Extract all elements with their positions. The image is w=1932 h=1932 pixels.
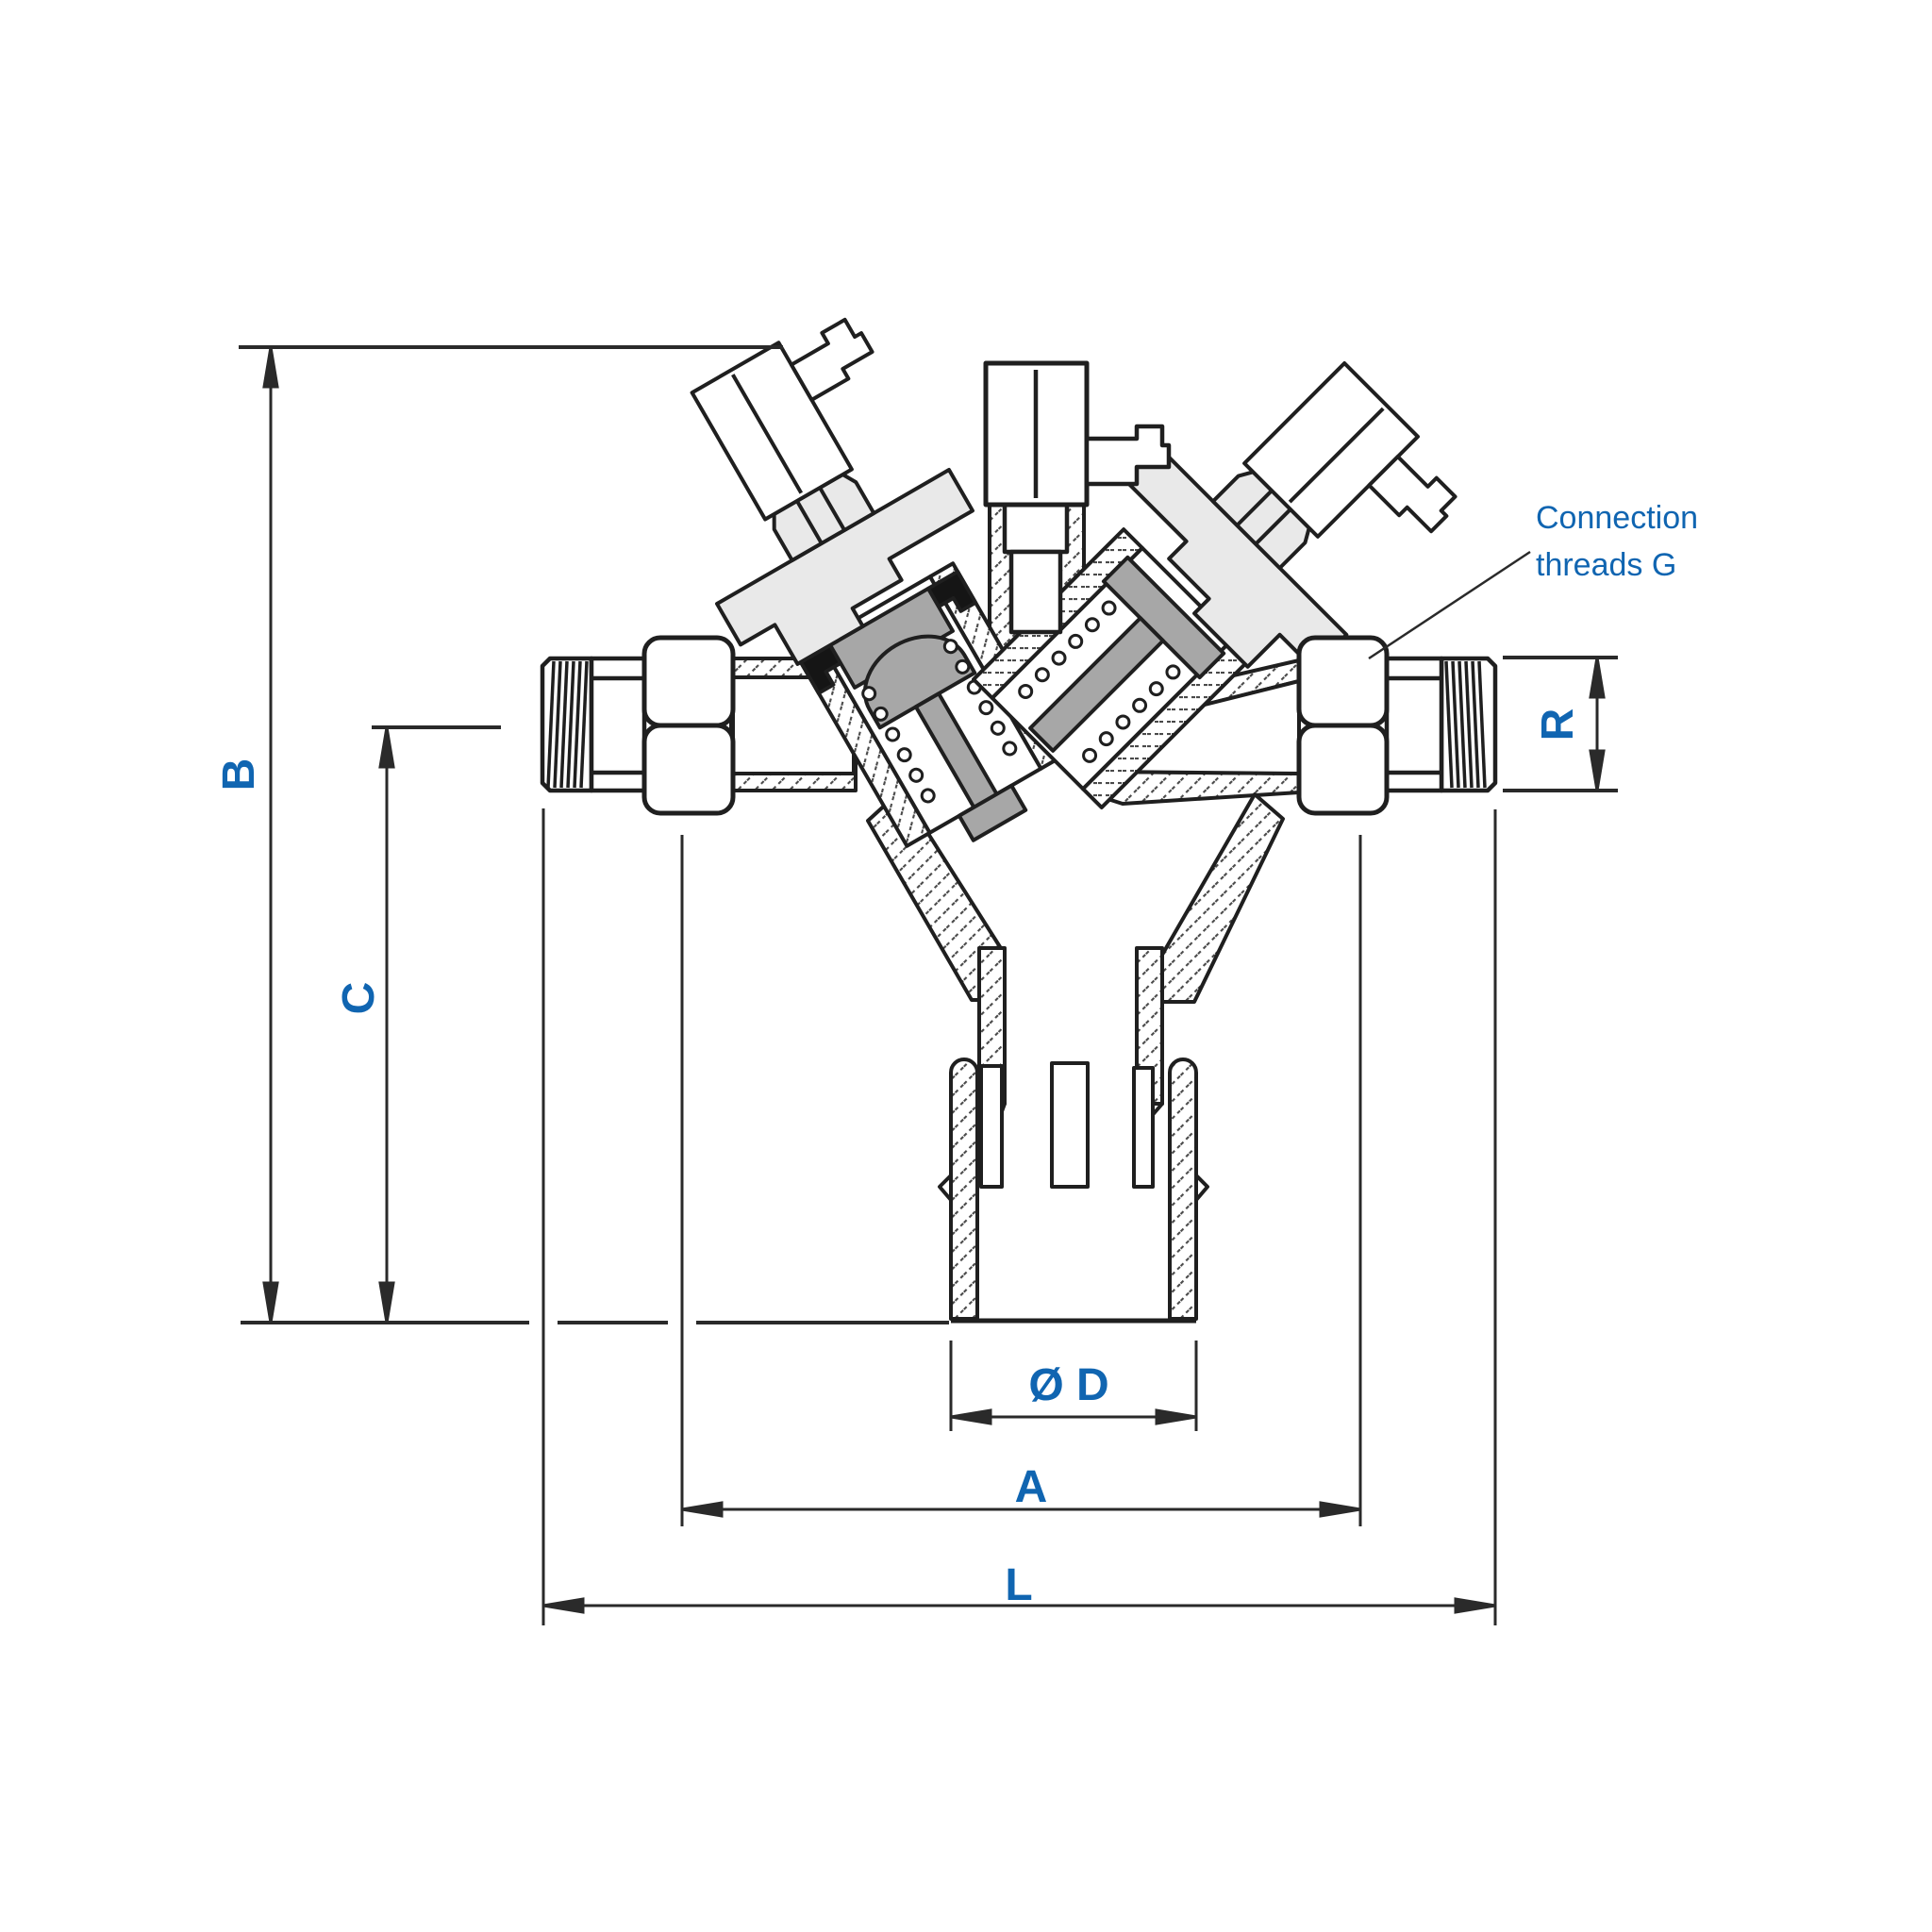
right-test-cap: [1242, 361, 1420, 539]
left-test-cap: [690, 341, 854, 522]
left-union-nut-lower: [641, 723, 736, 816]
dimension-label-B: B: [214, 758, 264, 791]
dimension-lines: [239, 345, 1618, 1625]
left-spring-icon: [861, 639, 1018, 804]
right-piston-stem: [1028, 616, 1165, 753]
right-thread-lines-icon: [1444, 660, 1487, 789]
right-union-nut-upper: [1296, 635, 1390, 728]
left-connection: [540, 635, 736, 816]
body-right-converge-wall: [1160, 792, 1285, 1004]
left-flange-plate: [715, 468, 974, 666]
left-union-nut-upper: [641, 635, 736, 728]
left-tailpiece: [589, 656, 647, 793]
tundish-slot-right: [1132, 1066, 1155, 1189]
dimension-label-L: L: [1005, 1560, 1032, 1610]
tundish-nib-left: [938, 1174, 953, 1202]
left-cap-nib: [789, 317, 874, 402]
dimension-label-D: Ø D: [1028, 1360, 1108, 1410]
dimension-labels: B C R Ø D A L Connection threads G: [214, 500, 1698, 1610]
callout-connection-threads-line1: Connection: [1536, 500, 1698, 536]
discharge-tundish: [938, 946, 1209, 1324]
tundish-slot-middle: [1050, 1061, 1090, 1189]
tundish-cup-wall-left: [949, 1058, 979, 1321]
callout-leader-line: [1368, 550, 1531, 660]
right-spring-icon: [1018, 600, 1181, 763]
dimension-label-R: R: [1533, 708, 1583, 741]
central-test-port: [983, 360, 1172, 635]
left-thread-lines-icon: [546, 660, 589, 789]
dimension-label-A: A: [1015, 1462, 1048, 1512]
tundish-nib-right: [1194, 1174, 1209, 1202]
right-cap-nib: [1367, 455, 1457, 534]
left-piston-foot: [957, 783, 1028, 842]
tundish-cup-wall-right: [1168, 1058, 1198, 1321]
central-port-neck-upper: [1002, 502, 1070, 555]
tundish-slot-left: [979, 1064, 1004, 1189]
dimension-label-C: C: [334, 982, 384, 1015]
right-tailpiece: [1384, 656, 1444, 793]
callout-connection-threads-line2: threads G: [1536, 547, 1676, 583]
valve-body: [729, 496, 1301, 1004]
right-connection: [1296, 635, 1498, 816]
central-port-neck-lower: [1008, 549, 1063, 635]
central-port-nib: [1084, 424, 1172, 487]
right-union-nut-lower: [1296, 723, 1390, 816]
